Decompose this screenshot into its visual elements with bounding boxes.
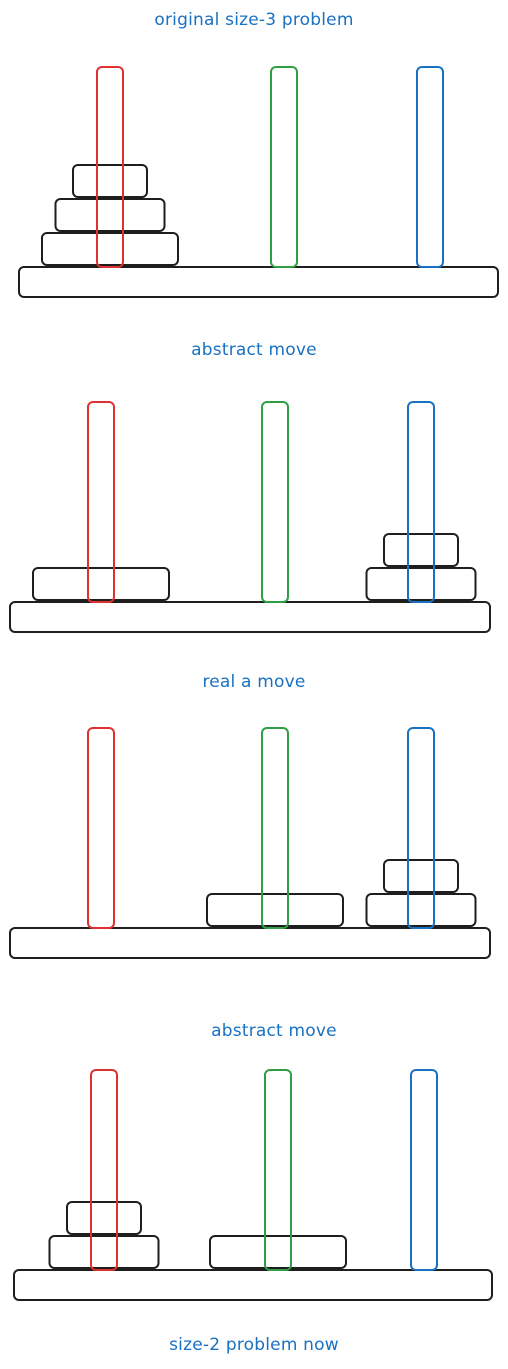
tower-base — [13, 1269, 493, 1301]
caption-abstract-move-1: abstract move — [191, 340, 317, 360]
peg-right — [416, 66, 444, 268]
disk-size-1 — [383, 533, 459, 567]
peg-left — [90, 1069, 118, 1271]
caption-real-move: real a move — [202, 672, 306, 692]
disk-size-3 — [32, 567, 170, 601]
peg-left — [87, 401, 115, 603]
peg-middle — [270, 66, 298, 268]
peg-right — [410, 1069, 438, 1271]
peg-middle — [261, 727, 289, 929]
peg-middle — [264, 1069, 292, 1271]
tower-base — [9, 927, 491, 959]
disk-size-2 — [54, 198, 166, 232]
disk-size-3 — [206, 893, 344, 927]
peg-left — [87, 727, 115, 929]
disk-size-3 — [209, 1235, 347, 1269]
peg-middle — [261, 401, 289, 603]
tower-state-1 — [18, 66, 499, 298]
disk-size-1 — [383, 859, 459, 893]
disk-size-1 — [66, 1201, 142, 1235]
tower-state-2 — [9, 401, 491, 633]
disk-size-2 — [365, 567, 477, 601]
tower-state-4 — [13, 1069, 493, 1301]
tower-state-3 — [9, 727, 491, 959]
peg-left — [96, 66, 124, 268]
caption-title: original size-3 problem — [154, 10, 354, 30]
peg-right — [407, 401, 435, 603]
caption-result: size-2 problem now — [169, 1335, 339, 1355]
disk-size-3 — [41, 232, 179, 266]
tower-base — [18, 266, 499, 298]
disk-size-1 — [72, 164, 148, 198]
peg-right — [407, 727, 435, 929]
disk-size-2 — [48, 1235, 160, 1269]
caption-abstract-move-2: abstract move — [211, 1021, 337, 1041]
tower-base — [9, 601, 491, 633]
disk-size-2 — [365, 893, 477, 927]
